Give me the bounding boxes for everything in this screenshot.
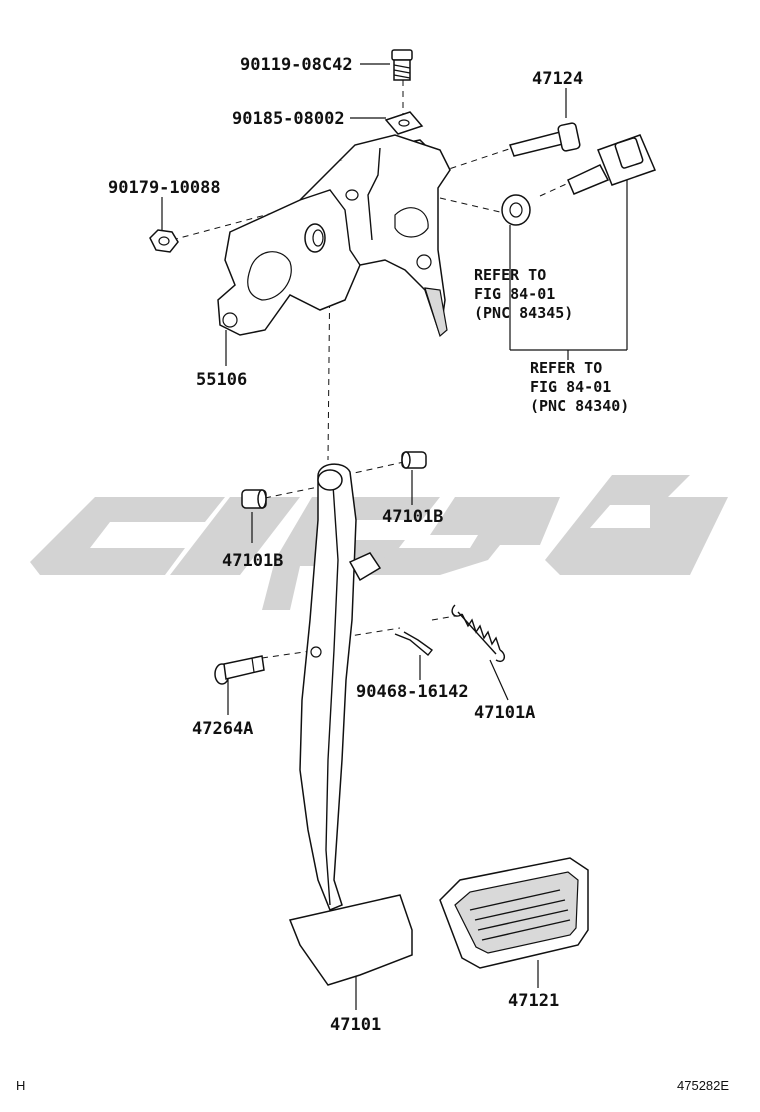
clip-icon — [394, 631, 434, 656]
label-support: 55106 — [196, 370, 247, 390]
pedal-support-bracket — [217, 134, 451, 338]
refer-a-line2: FIG 84-01 — [474, 285, 555, 303]
bolt-icon — [391, 49, 413, 81]
refer-a-line1: REFER TO — [474, 266, 546, 284]
refer-a-line3: (PNC 84345) — [474, 304, 573, 322]
label-pad: 47121 — [508, 991, 559, 1011]
bushing-right-icon — [401, 451, 427, 469]
stop-lamp-switch-icon — [567, 134, 657, 195]
label-clip: 90468-16142 — [356, 682, 469, 702]
brake-pedal-arm — [288, 463, 413, 986]
figure-code-label: 475282E — [677, 1078, 729, 1093]
return-spring-icon — [451, 604, 506, 662]
label-pin: 47264A — [192, 719, 253, 739]
watermark-logo — [30, 475, 728, 610]
refer-b-line1: REFER TO — [530, 359, 602, 377]
corner-left-label: H — [16, 1078, 25, 1093]
label-bushing-right: 47101B — [382, 507, 443, 527]
label-bushing-left: 47101B — [222, 551, 283, 571]
label-pedal: 47101 — [330, 1015, 381, 1035]
bushing-left-icon — [241, 489, 267, 509]
label-nut: 90179-10088 — [108, 178, 221, 198]
clevis-pin-icon — [214, 655, 265, 685]
refer-b-line3: (PNC 84340) — [530, 397, 629, 415]
pedal-pad-icon — [439, 857, 589, 969]
label-spring: 47101A — [474, 703, 535, 723]
nut-icon — [149, 229, 179, 253]
nut-plate-icon — [384, 111, 424, 135]
label-nut-plate: 90185-08002 — [232, 109, 345, 129]
label-stop-bolt: 47124 — [532, 69, 583, 89]
refer-b-line2: FIG 84-01 — [530, 378, 611, 396]
label-bolt: 90119-08C42 — [240, 55, 353, 75]
stop-bolt-icon — [509, 122, 581, 157]
labels: 90119-08C42 90185-08002 90179-10088 5510… — [16, 55, 729, 1093]
cushion-icon — [501, 194, 531, 226]
